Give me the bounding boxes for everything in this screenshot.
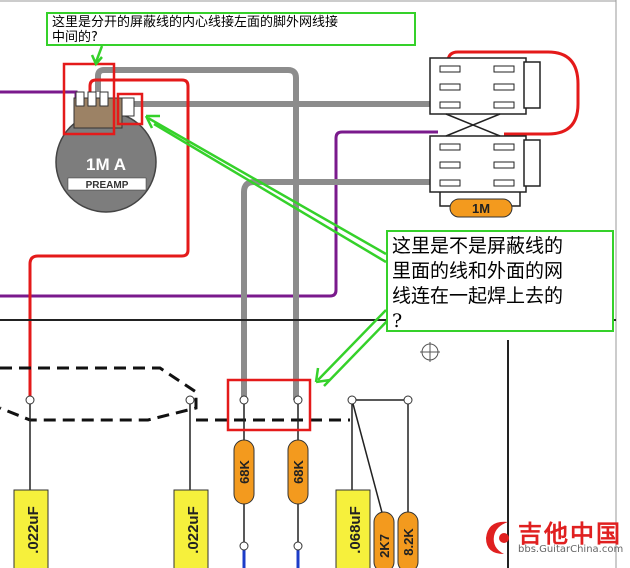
- highlight-box-resistor-pads: [226, 378, 312, 432]
- annotation-text: 线连在一起焊上去的: [392, 285, 564, 307]
- resistor-68k-left: 68K: [233, 439, 255, 505]
- switch-lower-tab: [523, 139, 541, 187]
- highlight-box-pot-ground: [116, 92, 144, 126]
- annotation-text: 里面的线和外面的网: [392, 260, 564, 282]
- solder-pads: [25, 395, 413, 551]
- resistor-label: 2K7: [377, 534, 392, 558]
- pot-lug-middle: [87, 91, 97, 107]
- annotation-text: ?: [392, 310, 403, 332]
- switch-resistor-label: 1M: [472, 201, 490, 216]
- annotation-question-note: 这里是不是屏蔽线的 里面的线和外面的网 线连在一起焊上去的 ?: [386, 230, 614, 332]
- capacitor-label: .022uF: [25, 506, 42, 554]
- capacitor-022uf-middle: .022uF: [173, 489, 209, 568]
- pot-ground-lug: [121, 97, 135, 117]
- highlight-box-pot-lugs: [62, 62, 116, 136]
- pot-value-label: 1M A: [86, 155, 126, 174]
- preamp-potentiometer: 1M A PREAMP: [55, 91, 157, 213]
- gray-cable-right: [241, 179, 448, 400]
- capacitor-label: .068uF: [347, 506, 364, 554]
- resistor-label: 68K: [291, 459, 306, 483]
- pot-lug-right: [99, 91, 109, 107]
- switch-assembly: 1M: [429, 57, 541, 218]
- pot-name-box: [67, 177, 147, 191]
- resistor-label: 8.2K: [401, 528, 416, 556]
- capacitor-022uf-left: .022uF: [13, 489, 49, 568]
- red-wire-switch-loop: [446, 50, 580, 136]
- guitarchina-logo-icon: [486, 521, 509, 554]
- pot-lug-left: [75, 91, 85, 107]
- capacitor-label: .022uF: [185, 506, 202, 554]
- annotation-text: 这里是不是屏蔽线的: [392, 235, 564, 257]
- watermark: 吉他中国 bbs.GuitarChina.com: [478, 514, 624, 562]
- red-wire-pot-middle: [28, 78, 190, 400]
- watermark-url: bbs.GuitarChina.com: [518, 544, 624, 555]
- annotation-arrows: [90, 45, 391, 387]
- resistor-8-2k: 8.2K: [397, 511, 419, 568]
- mounting-hole: [420, 342, 440, 362]
- capacitor-068uf: .068uF: [335, 489, 371, 568]
- purple-wire-bottom-loop: [0, 130, 438, 298]
- switch-resistor: [449, 198, 513, 218]
- switch-upper-tab: [523, 61, 541, 109]
- resistor-label: 68K: [237, 459, 252, 483]
- gray-cable-top: [95, 67, 299, 400]
- switch-cross-b: [445, 113, 501, 137]
- resistor-2k7: 2K7: [373, 511, 395, 568]
- annotation-text: 中间的?: [52, 30, 98, 45]
- annotation-text: 这里是分开的屏蔽线的内心线接左面的脚外网线接: [52, 15, 339, 30]
- watermark-site-name: 吉他中国: [518, 520, 622, 548]
- pot-name-label: PREAMP: [86, 180, 129, 191]
- resistor-68k-right: 68K: [287, 439, 309, 505]
- annotation-top-note: 这里是分开的屏蔽线的内心线接左面的脚外网线接 中间的?: [46, 12, 416, 46]
